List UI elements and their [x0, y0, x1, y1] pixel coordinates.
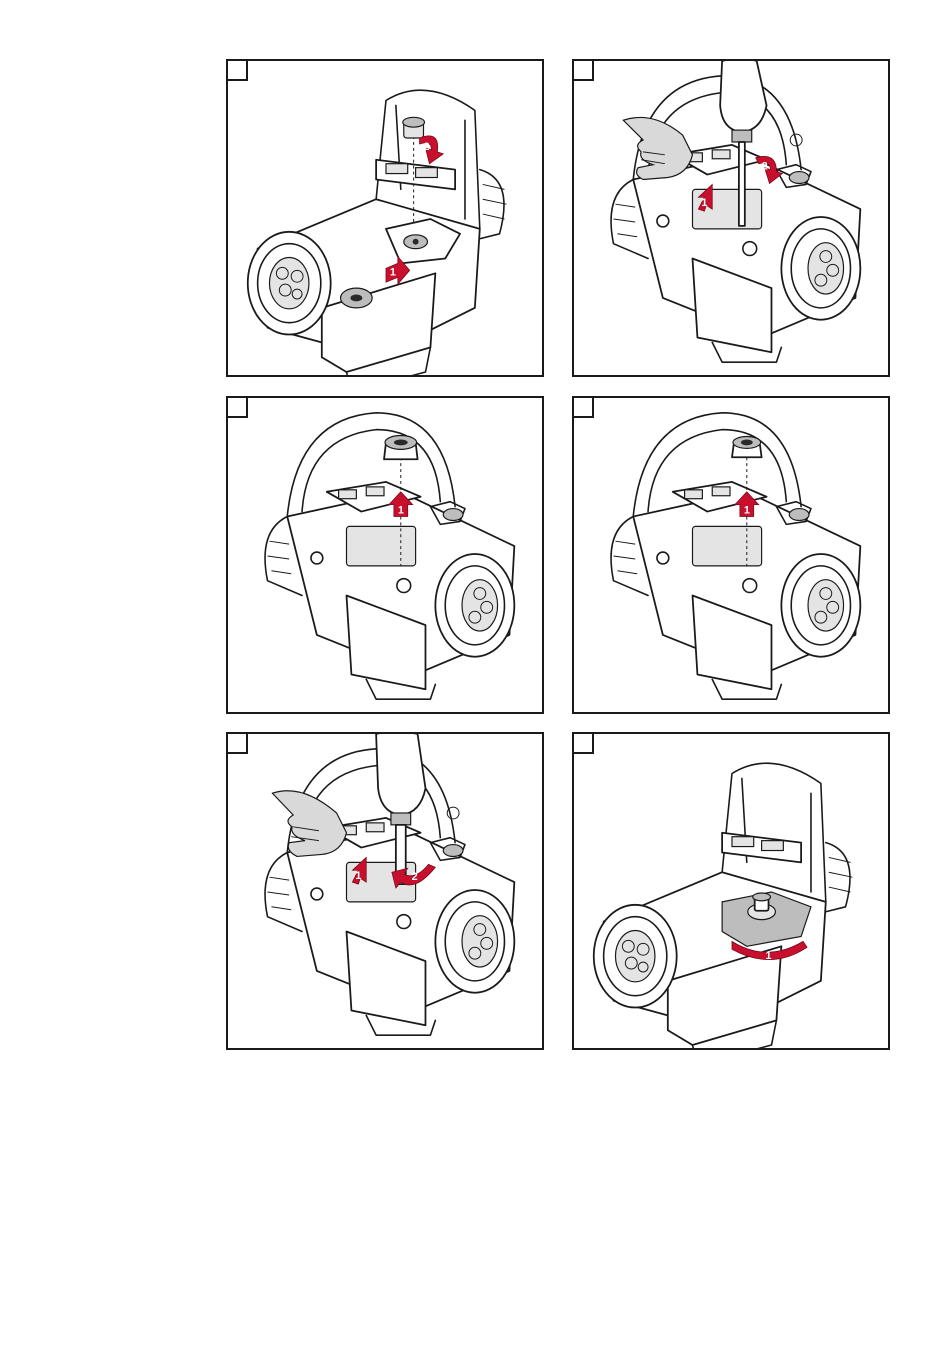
- illustration-step-1: 2 1: [228, 61, 542, 375]
- step-panel-2: 2 1: [572, 59, 890, 377]
- step-panel-3: 1: [226, 396, 544, 714]
- step-panel-6: 1: [572, 732, 890, 1050]
- step-panel-1: 2 1: [226, 59, 544, 377]
- arrow-label: 1: [355, 870, 361, 882]
- arrow-label: 2: [424, 141, 430, 153]
- illustration-step-5: 2 1: [228, 734, 542, 1048]
- arrow-label: 1: [701, 197, 707, 209]
- arrow-label: 1: [766, 950, 772, 962]
- illustration-step-6: 1: [574, 734, 888, 1048]
- arrow-label: 1: [398, 505, 404, 517]
- illustration-step-4: 1: [574, 398, 888, 712]
- step-panel-5: 2 1: [226, 732, 544, 1050]
- arrow-label: 2: [762, 161, 768, 173]
- arrow-label: 1: [744, 505, 750, 517]
- arrow-label: 2: [412, 871, 418, 883]
- illustration-step-3: 1: [228, 398, 542, 712]
- illustration-step-2: 2 1: [574, 61, 888, 375]
- arrow-label: 1: [390, 266, 396, 278]
- step-panel-4: 1: [572, 396, 890, 714]
